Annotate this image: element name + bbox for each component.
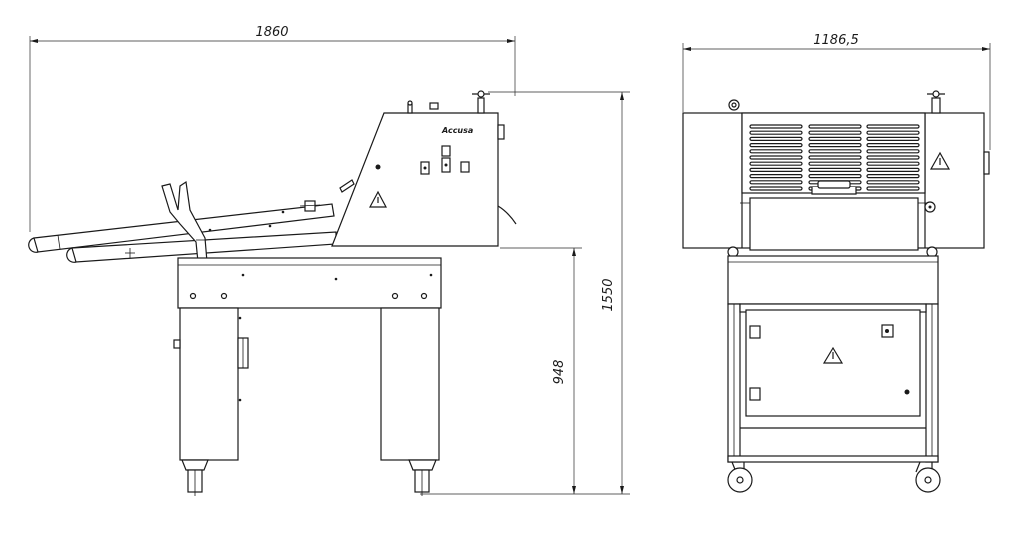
vent-slot xyxy=(808,124,862,129)
vent-slot xyxy=(808,143,862,148)
fork-support xyxy=(161,180,208,263)
vent-slot xyxy=(866,180,920,185)
vent-slot xyxy=(749,167,803,172)
vent-slot xyxy=(749,186,803,191)
electric-hazard-icon xyxy=(929,151,951,170)
vent-slot xyxy=(749,124,803,129)
vent-slot xyxy=(749,161,803,166)
dimension-1186: 1186,5 xyxy=(682,33,991,150)
dimension-label-height: 1550 xyxy=(601,278,616,311)
vent-slot xyxy=(808,161,862,166)
caster-wheel-icon xyxy=(727,461,941,493)
vent-slot xyxy=(866,174,920,179)
vent-slot xyxy=(749,174,803,179)
machine-head: Accusa xyxy=(331,90,517,247)
vent-slot xyxy=(866,124,920,129)
vent-grille xyxy=(749,124,920,191)
electrical-cabinet xyxy=(745,309,921,417)
warning-triangle-icon xyxy=(369,190,387,208)
dimension-label-width: 1186,5 xyxy=(813,33,859,48)
vent-slot xyxy=(866,136,920,141)
vent-slot xyxy=(866,149,920,154)
vent-slot xyxy=(749,180,803,185)
dimension-1550: 1550 xyxy=(420,91,630,495)
vent-slot xyxy=(866,130,920,135)
vent-slot xyxy=(866,143,920,148)
vent-slot xyxy=(749,149,803,154)
side-legs xyxy=(173,307,440,496)
vent-slot xyxy=(808,155,862,160)
brand-logo: Accusa xyxy=(441,126,473,135)
dimension-label-length: 1860 xyxy=(255,25,288,40)
vent-slot xyxy=(866,161,920,166)
vent-slot xyxy=(808,130,862,135)
dimension-1860: 1860 xyxy=(29,25,516,232)
warning-triangle-icon xyxy=(822,346,844,364)
vent-slot xyxy=(749,155,803,160)
vent-slot xyxy=(866,155,920,160)
vent-slot xyxy=(749,130,803,135)
front-head xyxy=(682,90,990,258)
vent-slot xyxy=(808,167,862,172)
dimension-948: 948 xyxy=(500,247,582,494)
vent-slot xyxy=(808,136,862,141)
adjustment-knob-icon xyxy=(477,97,485,114)
side-view: 1860 1550 948 xyxy=(28,25,630,496)
vent-slot xyxy=(749,136,803,141)
front-view: 1186,5 xyxy=(682,33,991,493)
dimension-label-table-height: 948 xyxy=(552,360,567,385)
vent-slot xyxy=(808,149,862,154)
side-table xyxy=(177,257,442,309)
vent-slot xyxy=(866,186,920,191)
vent-slot xyxy=(749,143,803,148)
vent-slot xyxy=(866,167,920,172)
vent-slot xyxy=(808,174,862,179)
